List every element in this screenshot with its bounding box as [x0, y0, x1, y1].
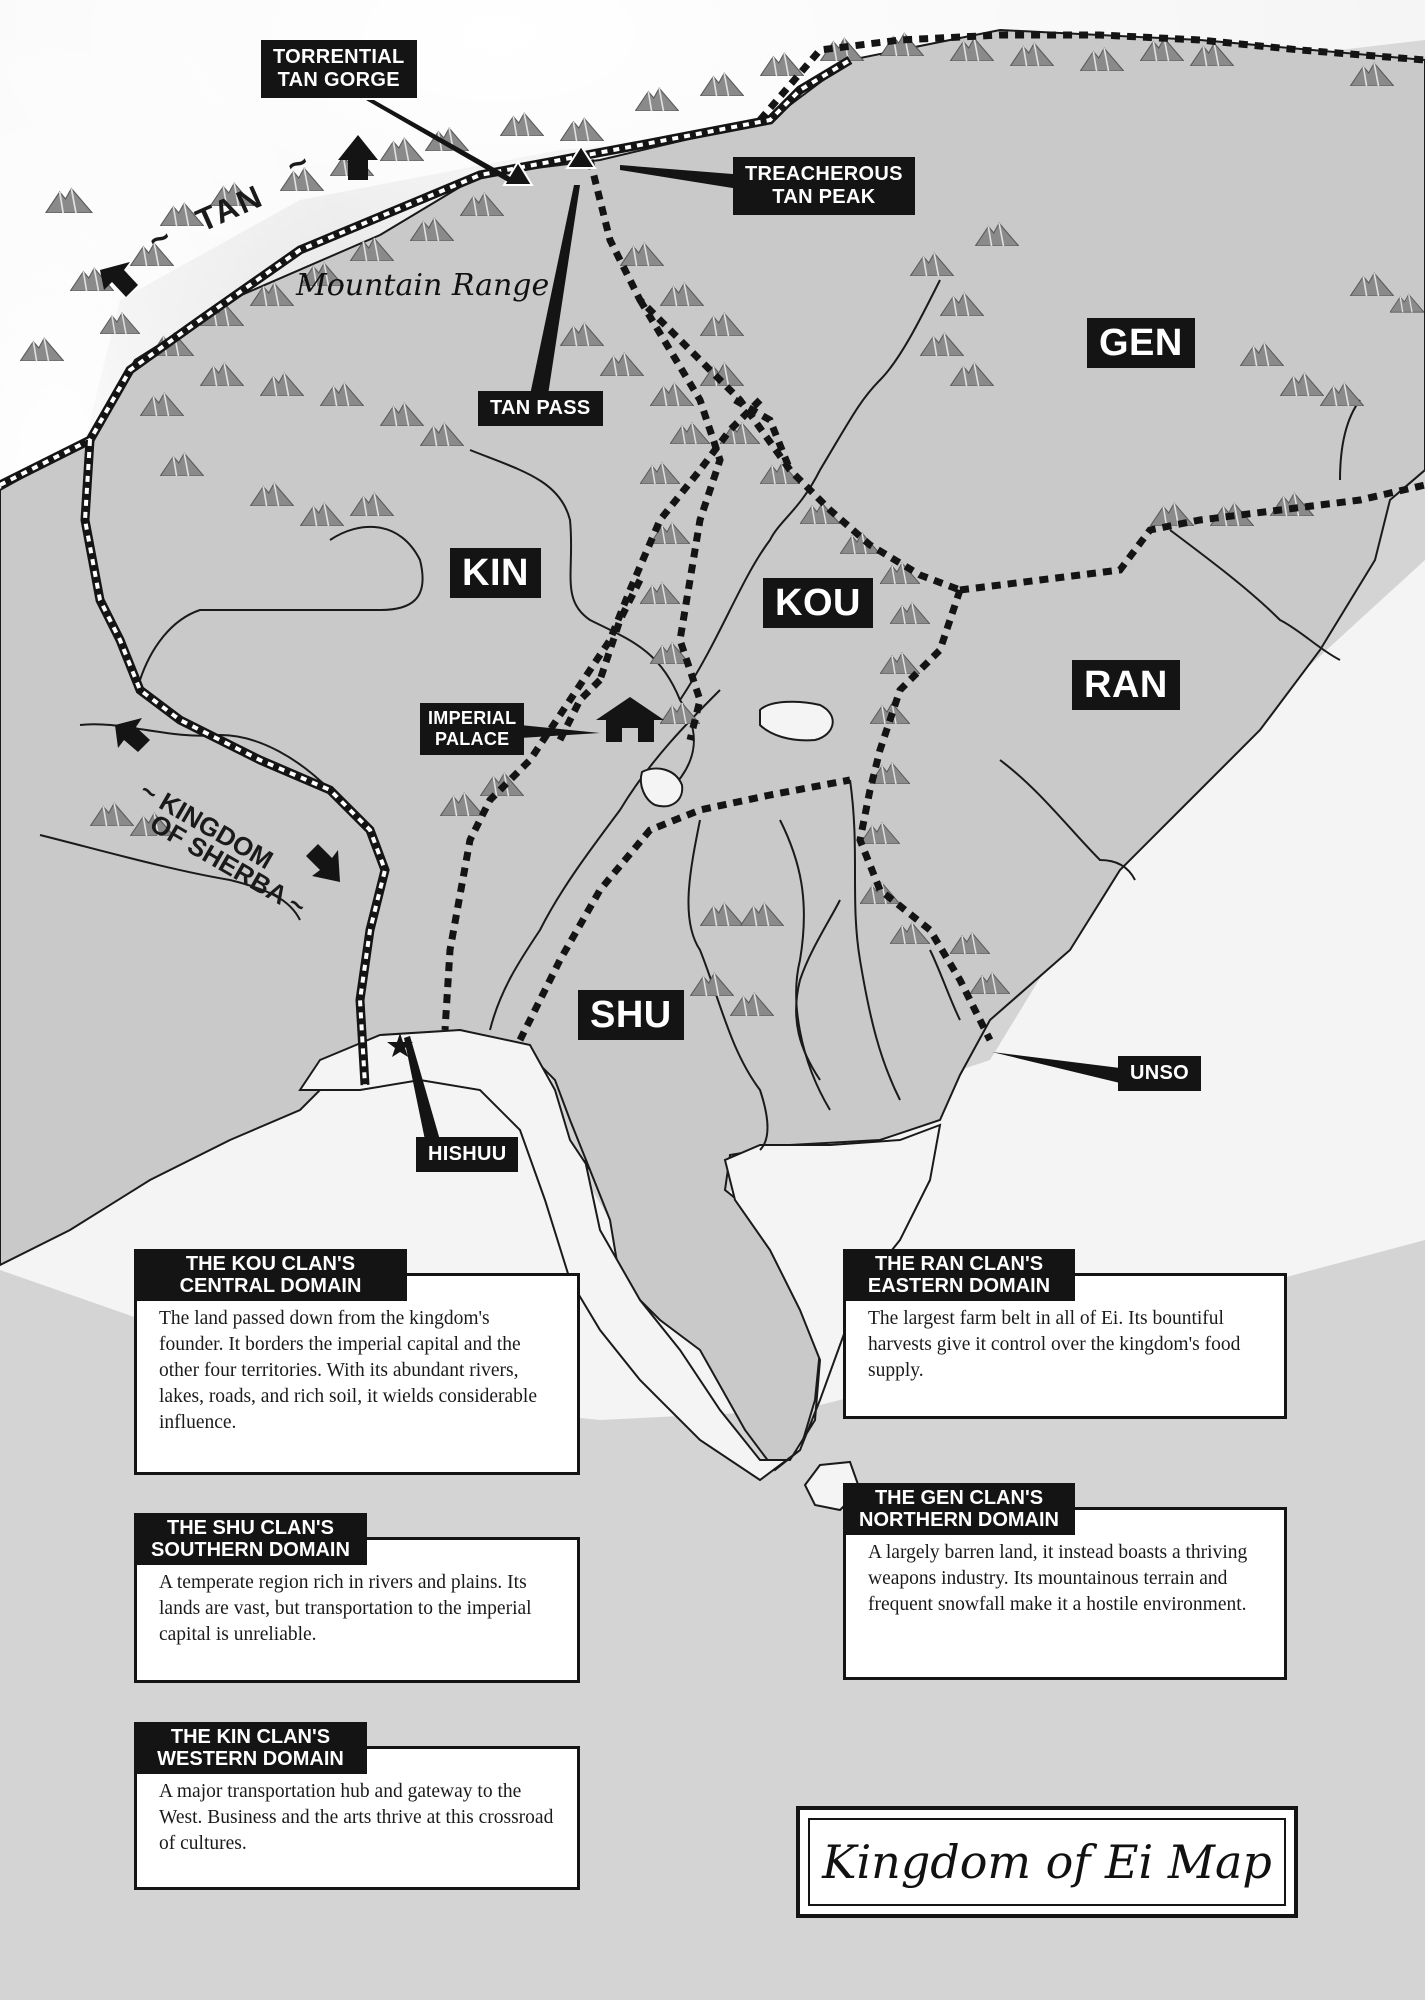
domain-box-kou: The land passed down from the kingdom's … — [134, 1249, 580, 1475]
region-gen: GEN — [1087, 318, 1195, 368]
domain-box-ran: The largest farm belt in all of Ei. Its … — [843, 1249, 1287, 1419]
label-tan-pass: TAN PASS — [478, 391, 603, 426]
region-borders — [441, 31, 1425, 1042]
label-imperial-palace: IMPERIAL PALACE — [420, 703, 525, 755]
domain-text: A major transportation hub and gateway t… — [159, 1781, 554, 1854]
lake-palace — [639, 767, 684, 808]
label-hishuu: HISHUU — [416, 1137, 519, 1172]
arrow-icon — [100, 262, 138, 297]
label-torrential-tan-gorge: TORRENTIAL TAN GORGE — [261, 40, 417, 98]
region-shu: SHU — [578, 990, 684, 1040]
label-unso: UNSO — [1118, 1056, 1201, 1091]
domain-box-body: The land passed down from the kingdom's … — [134, 1273, 580, 1475]
rivers — [39, 279, 1361, 1151]
map-title-box: Kingdom of Ei Map — [796, 1806, 1298, 1918]
star-icon — [387, 1033, 413, 1057]
mountain-range-label: Mountain Range — [296, 268, 550, 303]
arrow-icon — [115, 718, 150, 752]
peak-triangle-icon — [565, 144, 597, 169]
map-title: Kingdom of Ei Map — [808, 1818, 1286, 1906]
peak-triangle-icon — [502, 160, 534, 186]
label-treacherous-tan-peak: TREACHEROUS TAN PEAK — [733, 157, 915, 215]
callout-pointers — [366, 100, 1120, 1140]
domain-text: A temperate region rich in rivers and pl… — [159, 1572, 532, 1645]
domain-title: THE GEN CLAN'S NORTHERN DOMAIN — [843, 1483, 1075, 1535]
region-kin: KIN — [450, 548, 541, 598]
domain-box-shu: A temperate region rich in rivers and pl… — [134, 1513, 580, 1683]
arrow-icon — [338, 135, 378, 180]
domain-text: A largely barren land, it instead boasts… — [868, 1542, 1248, 1615]
lake — [759, 700, 834, 742]
domain-box-body: A largely barren land, it instead boasts… — [843, 1507, 1287, 1680]
landmarks — [387, 144, 664, 1057]
region-ran: RAN — [1072, 660, 1180, 710]
direction-arrows — [100, 135, 378, 882]
domain-title: THE KIN CLAN'S WESTERN DOMAIN — [134, 1722, 367, 1774]
domain-box-kin: A major transportation hub and gateway t… — [134, 1722, 580, 1890]
domain-title: THE SHU CLAN'S SOUTHERN DOMAIN — [134, 1513, 367, 1565]
domain-title: THE RAN CLAN'S EASTERN DOMAIN — [843, 1249, 1075, 1301]
region-kou: KOU — [763, 578, 873, 628]
domain-box-gen: A largely barren land, it instead boasts… — [843, 1483, 1287, 1680]
palace-icon — [596, 697, 664, 742]
arrow-icon — [306, 844, 340, 882]
domain-text: The land passed down from the kingdom's … — [159, 1308, 537, 1433]
domain-text: The largest farm belt in all of Ei. Its … — [868, 1308, 1241, 1381]
domain-title: THE KOU CLAN'S CENTRAL DOMAIN — [134, 1249, 407, 1301]
railway — [0, 56, 853, 1086]
